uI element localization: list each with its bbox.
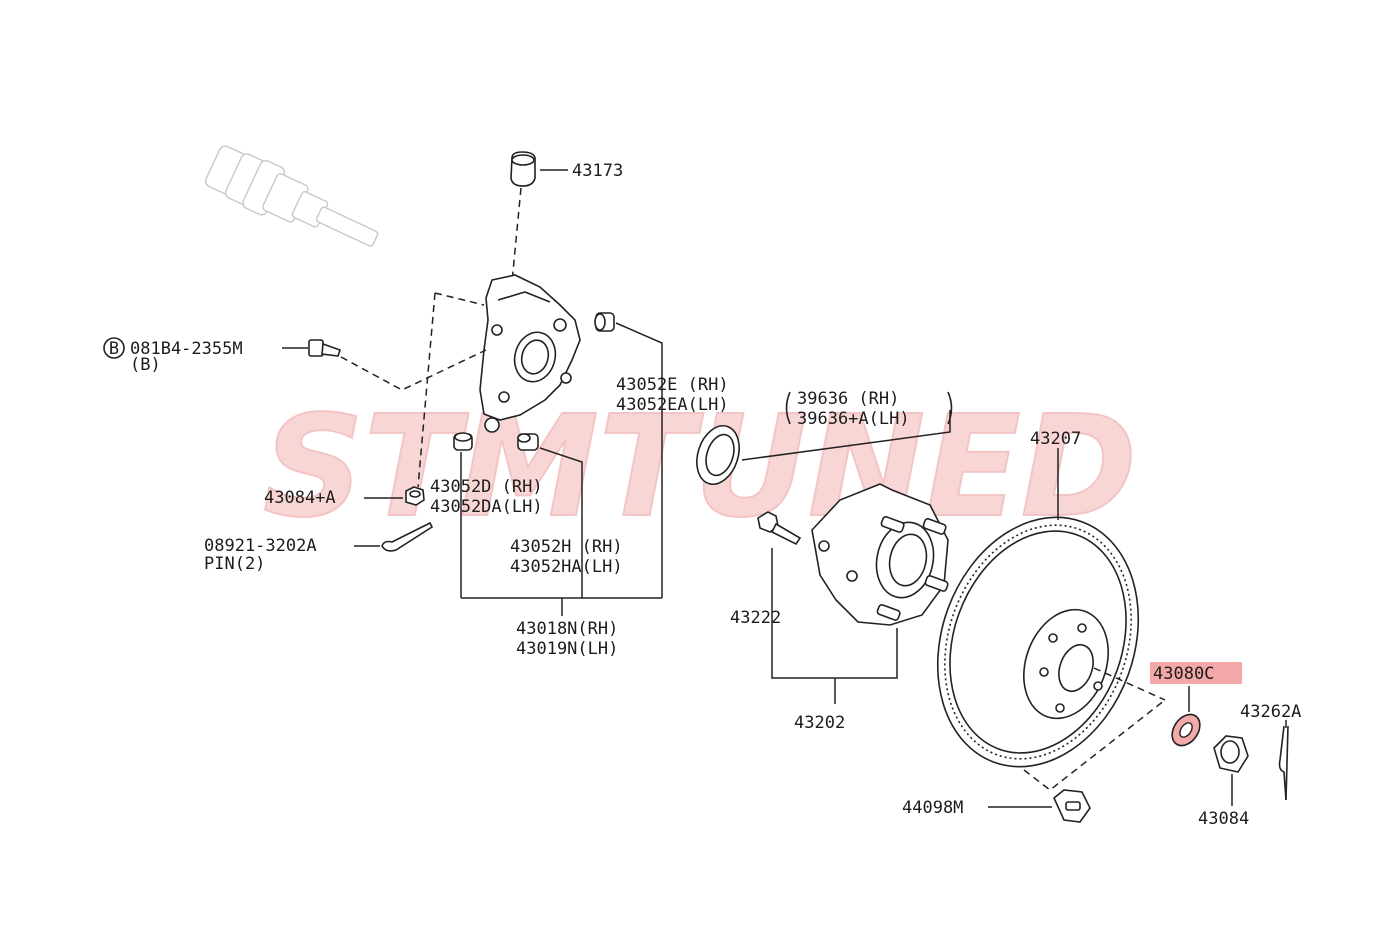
part-43052D xyxy=(453,432,473,598)
label-081B4-sub: (B) xyxy=(130,355,161,375)
label-43018N: 43018N(RH) xyxy=(516,619,618,639)
part-43173 xyxy=(510,151,568,283)
label-43052E: 43052E (RH) xyxy=(616,375,729,395)
highlight-box xyxy=(1150,662,1242,684)
label-39636A: 39636+A(LH) xyxy=(797,409,910,429)
part-08921-pin xyxy=(354,521,434,552)
part-43052E xyxy=(594,312,663,598)
label-39636: 39636 (RH) xyxy=(797,389,899,409)
label-44098M: 44098M xyxy=(902,798,963,818)
part-43262A-pin xyxy=(1278,720,1289,801)
label-43052HA: 43052HA(LH) xyxy=(510,557,623,577)
bracket-43018N xyxy=(461,597,662,616)
part-43084A xyxy=(364,486,425,506)
label-08921-3202A: 08921-3202A xyxy=(204,536,317,556)
label-43052H: 43052H (RH) xyxy=(510,537,623,557)
part-43084-nut xyxy=(1213,735,1249,806)
label-43202: 43202 xyxy=(794,713,845,733)
label-43084: 43084 xyxy=(1198,809,1249,829)
label-43052DA: 43052DA(LH) xyxy=(430,497,543,517)
part-44098M-plug xyxy=(988,789,1091,823)
label-43207: 43207 xyxy=(1030,429,1081,449)
label-081B4-2355M: 081B4-2355M xyxy=(130,339,243,359)
part-39636-seal xyxy=(696,391,953,485)
part-43080C-washer xyxy=(1150,662,1242,747)
label-43080C: 43080C xyxy=(1153,664,1214,684)
knuckle xyxy=(479,274,581,433)
label-43019N: 43019N(LH) xyxy=(516,639,618,659)
label-43262A: 43262A xyxy=(1240,702,1301,722)
bolt-symbol: B xyxy=(109,339,119,359)
part-43222-bolt xyxy=(757,511,898,704)
label-43052D: 43052D (RH) xyxy=(430,477,543,497)
part-43202-hub xyxy=(811,483,949,626)
part-43207-disc xyxy=(936,448,1166,791)
label-43084A: 43084+A xyxy=(264,488,336,508)
label-43052EA: 43052EA(LH) xyxy=(616,395,729,415)
drive-shaft-ghost xyxy=(204,145,379,247)
part-43052H xyxy=(517,433,583,598)
label-43222: 43222 xyxy=(730,608,781,628)
label-pin: PIN(2) xyxy=(204,554,265,574)
label-43173: 43173 xyxy=(572,161,623,181)
part-081B4-bolt: B xyxy=(103,337,487,391)
